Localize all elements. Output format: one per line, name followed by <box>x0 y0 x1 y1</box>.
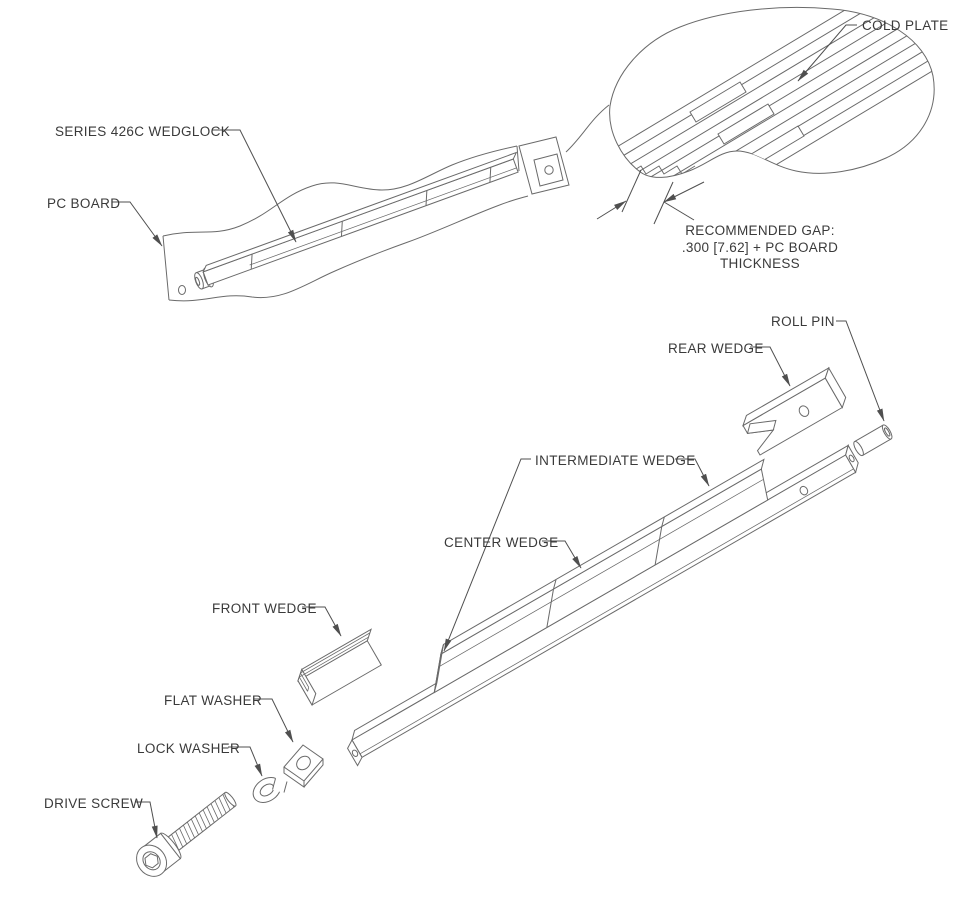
leader-front-wedge <box>302 606 342 637</box>
cold-plate-outline <box>609 6 935 178</box>
flat-washer-part <box>283 744 324 788</box>
flat-washer-top-face <box>283 744 324 782</box>
rod-chamfer-line <box>359 468 854 755</box>
cold-plate-drawing <box>609 6 935 178</box>
leader-roll-pin <box>836 320 885 422</box>
gap-arrow-right <box>663 181 705 203</box>
front-wedge-end-face <box>297 668 317 707</box>
flat-washer-thickness <box>283 759 324 788</box>
wedgelock-drawing <box>194 151 519 290</box>
roll-pin-back-cap <box>853 440 864 457</box>
gap-text-leader <box>663 201 695 221</box>
roll-pin-part <box>853 424 893 457</box>
screw-head-face <box>136 844 168 877</box>
wedge-arris-line <box>438 479 764 668</box>
rod-right-end-face <box>845 444 859 474</box>
fin-teeth <box>627 165 696 175</box>
board-mounting-hole <box>178 285 186 295</box>
wedgelock-bar-top <box>202 151 518 273</box>
leader-drive-screw <box>135 801 158 839</box>
drive-screw-part <box>136 791 237 877</box>
leader-rear-wedge <box>750 346 791 387</box>
label-series-wedglock: SERIES 426C WEDGLOCK <box>55 124 231 139</box>
bracket-inner <box>533 153 564 187</box>
gap-extension-line <box>653 181 674 225</box>
front-wedge-part <box>297 628 382 707</box>
screw-head-cylinder <box>195 269 211 290</box>
flat-washer-hole <box>296 755 311 771</box>
rear-wedge-part <box>742 366 847 456</box>
exploded-wedge-assembly <box>347 444 859 767</box>
bracket-pin-hole <box>544 165 554 175</box>
label-pc-board: PC BOARD <box>47 196 121 211</box>
front-wedge-channel-end <box>298 672 310 692</box>
label-recommended-gap-line1: RECOMMENDED GAP: <box>685 223 835 238</box>
leader-flat-washer <box>253 698 294 743</box>
label-cold-plate: COLD PLATE <box>862 18 949 33</box>
fin-lines <box>609 7 935 178</box>
lock-washer-part <box>252 777 291 803</box>
label-flat-washer: FLAT WASHER <box>164 693 263 708</box>
wedgelock-end-bracket <box>518 136 570 195</box>
leader-center-wedge <box>542 540 582 569</box>
label-roll-pin: ROLL PIN <box>771 314 835 329</box>
board-right-break-line <box>565 104 610 153</box>
wedgelock-bar-front <box>202 158 519 286</box>
leader-intermediate-wedge-left <box>443 458 531 652</box>
roll-pin-hole <box>799 485 809 496</box>
rear-wedge-notch-facet <box>746 419 777 434</box>
rod-front-face <box>351 454 857 759</box>
leader-lines <box>112 24 885 839</box>
board-break-edge <box>516 145 520 172</box>
lock-washer-split-ends <box>272 778 288 793</box>
board-bottom-break-line <box>168 195 529 302</box>
rear-wedge-end-face <box>824 366 847 409</box>
wedge-stack-top-face <box>440 458 765 656</box>
leader-lock-washer <box>228 746 263 777</box>
lock-washer-split-gap <box>273 777 291 794</box>
screw-socket-circle <box>142 851 161 871</box>
label-front-wedge: FRONT WEDGE <box>212 601 317 616</box>
rod-left-end-hole <box>351 749 359 757</box>
label-drive-screw: DRIVE SCREW <box>44 796 144 811</box>
screw-tip <box>224 791 237 807</box>
leader-series-wedglock <box>212 129 297 243</box>
front-wedge-channel-lines <box>298 632 371 678</box>
roll-pin-sides <box>854 424 892 456</box>
gap-arrow-left <box>596 200 627 220</box>
screw-socket-hex <box>144 853 159 869</box>
screw-thread-lines <box>171 791 235 851</box>
label-intermediate-wedge: INTERMEDIATE WEDGE <box>535 453 696 468</box>
label-recommended-gap-line2: .300 [7.62] + PC BOARD THICKNESS <box>681 239 839 272</box>
pc-board-drawing <box>162 104 610 302</box>
label-recommended-gap: RECOMMENDED GAP: .300 [7.62] + PC BOARD … <box>640 223 880 273</box>
board-left-edge <box>162 235 170 301</box>
gap-dimension <box>596 169 705 225</box>
rear-wedge-pin-hole <box>798 405 810 417</box>
wedge-division-cuts <box>546 516 665 628</box>
roll-pin-body <box>854 425 892 456</box>
board-top-break-line <box>162 145 518 237</box>
label-lock-washer: LOCK WASHER <box>137 741 241 756</box>
fin-slot <box>717 103 775 145</box>
rod-left-end-face <box>347 738 363 767</box>
gap-extension-line <box>621 169 642 213</box>
wedgelock-segment-divisions <box>250 167 492 270</box>
wedgelock-joint-line <box>249 167 517 266</box>
screw-socket <box>195 276 201 286</box>
wedge-stack-end-facet <box>433 644 444 693</box>
label-center-wedge: CENTER WEDGE <box>444 535 559 550</box>
leader-intermediate-wedge-right <box>675 458 710 487</box>
leader-cold-plate <box>797 24 857 82</box>
label-rear-wedge: REAR WEDGE <box>668 341 764 356</box>
bracket-outer <box>518 136 570 195</box>
leader-pc-board <box>112 201 163 247</box>
fin-slot <box>689 81 747 123</box>
rod-end-hole <box>848 454 855 463</box>
